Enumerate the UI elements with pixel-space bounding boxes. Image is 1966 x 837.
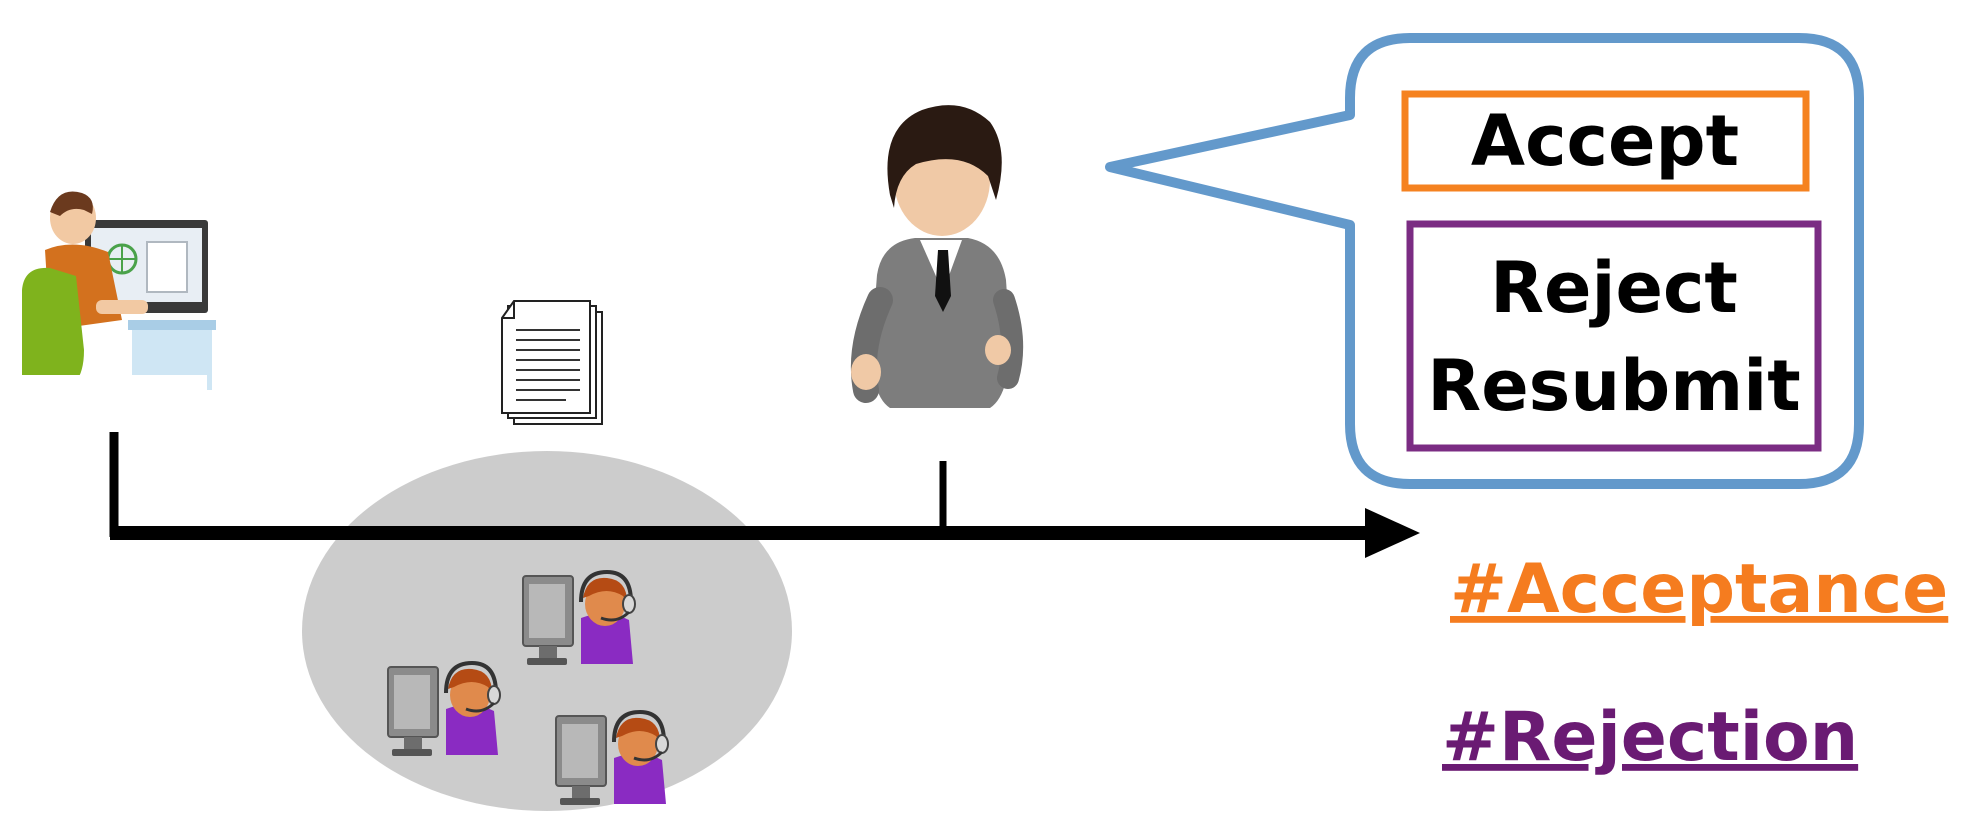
rejection-tag: #Rejection xyxy=(1442,698,1858,777)
reject-label: Reject xyxy=(1490,247,1738,329)
accept-label: Accept xyxy=(1471,100,1739,182)
resubmit-label: Resubmit xyxy=(1427,345,1800,427)
accept-option-box xyxy=(1401,90,1810,192)
timeline xyxy=(109,432,1420,558)
document-stack-icon xyxy=(501,300,603,425)
decision-callout: Accept Reject Resubmit xyxy=(1105,33,1864,489)
acceptance-tag: #Acceptance xyxy=(1450,550,1948,629)
author-at-computer-icon xyxy=(22,191,216,390)
timeline-arrowhead xyxy=(1365,508,1420,558)
editor-person-icon xyxy=(850,105,1024,408)
reject-resubmit-option-box xyxy=(1406,220,1822,452)
